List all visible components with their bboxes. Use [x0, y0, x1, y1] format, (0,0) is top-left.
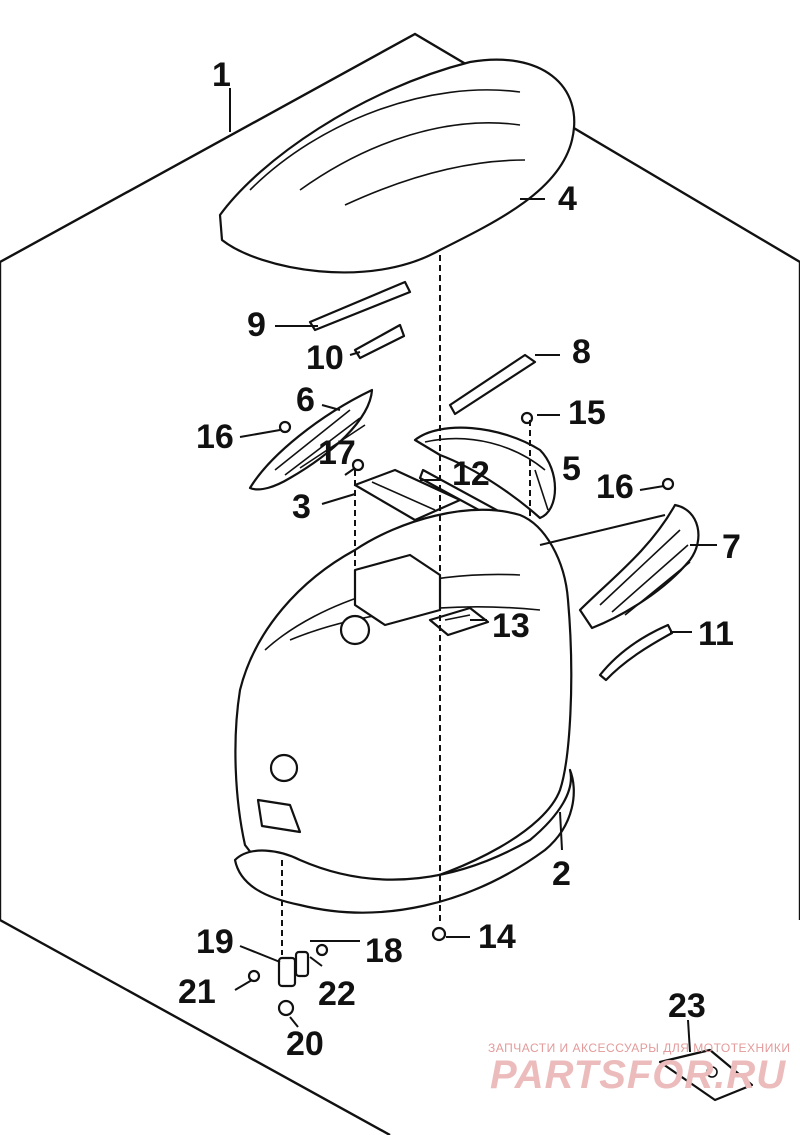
leader-lines [229, 88, 717, 1053]
small-fasteners [247, 411, 675, 1017]
part-21-bolt [247, 969, 261, 983]
callout-8: 8 [572, 333, 591, 371]
callout-5: 5 [562, 450, 581, 488]
part-23-decal [658, 1048, 754, 1102]
callout-3: 3 [292, 488, 311, 526]
part-22-bolt [315, 943, 329, 957]
callout-15: 15 [568, 394, 606, 432]
callout-22: 22 [318, 975, 356, 1013]
callout-4: 4 [558, 180, 577, 218]
callout-6: 6 [296, 381, 315, 419]
callout-7: 7 [722, 528, 741, 566]
part-17-screw [351, 458, 365, 472]
part-16-screw-left [278, 420, 292, 434]
callout-21: 21 [178, 973, 216, 1011]
part-2-bottom-seal [233, 768, 575, 914]
callout-23: 23 [668, 987, 706, 1025]
part-11-seal-strip [598, 623, 674, 682]
callout-10: 10 [306, 339, 344, 377]
callout-19: 19 [196, 923, 234, 961]
part-6-left-grille [248, 388, 374, 491]
watermark-caption: ЗАПЧАСТИ И АКСЕССУАРЫ ДЛЯ МОТОТЕХНИКИ [488, 1041, 790, 1055]
part-8-seal-strip [448, 353, 537, 416]
callout-1: 1 [212, 56, 231, 94]
main-cowling-body [234, 508, 573, 896]
part-3-bracket [353, 468, 462, 522]
part-16-screw-right [661, 477, 675, 491]
part-20-nut [277, 999, 295, 1017]
callout-20: 20 [286, 1025, 324, 1063]
part-10-seal-strip [353, 323, 406, 360]
callout-9: 9 [247, 306, 266, 344]
callout-14: 14 [478, 918, 516, 956]
callout-12: 12 [452, 455, 490, 493]
callout-16-left: 16 [196, 418, 234, 456]
callout-16-right: 16 [596, 468, 634, 506]
part-14-grommet [431, 926, 447, 942]
part-9-seal-strip [308, 280, 412, 332]
watermark-brand: PARTSFOR.RU [490, 1053, 786, 1097]
part-13-latch-plate [428, 606, 490, 637]
callout-13: 13 [492, 607, 530, 645]
callout-18: 18 [365, 932, 403, 970]
part-5-rear-grille [413, 426, 557, 520]
assembly-axis-lines [281, 255, 531, 955]
callout-11: 11 [698, 615, 734, 653]
part-4-top-cap [218, 58, 576, 274]
part-19-hook [277, 956, 297, 988]
watermark: ЗАПЧАСТИ И АКСЕССУАРЫ ДЛЯ МОТОТЕХНИКИ PA… [488, 1041, 790, 1097]
callout-17: 17 [318, 434, 356, 472]
part-7-right-grille [578, 503, 700, 630]
assembly-frame [0, 32, 800, 1135]
part-18-hook-pin [294, 950, 310, 978]
callout-2: 2 [552, 855, 571, 893]
callout-labels: 1 2 3 4 5 6 7 8 9 10 11 12 13 14 15 16 1… [178, 56, 741, 1063]
